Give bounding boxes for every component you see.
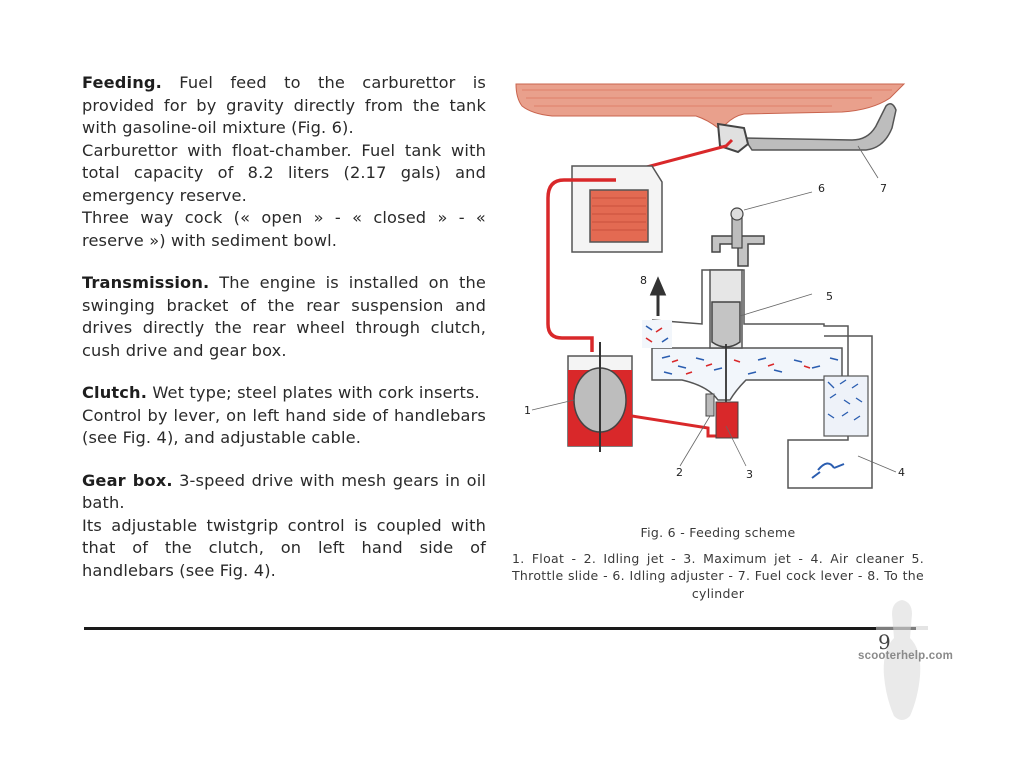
clutch-paragraph-1: Wet type; steel plates with cork inserts… [152,383,480,402]
air-cleaner-filter-dashes [827,379,863,421]
callout-7: 7 [880,182,887,195]
callout-3: 3 [746,468,753,481]
fuel-spray-dashes [671,359,811,375]
intake-to-cylinder [642,320,672,348]
figure-caption: Fig. 6 - Feeding scheme 1. Float - 2. Id… [512,524,924,602]
fuel-tank-shading [522,89,892,107]
gear-box-paragraph-1: 3-speed drive with mesh gears in oil bat… [82,470,486,513]
leader-line-2 [679,415,711,467]
figure-legend: 1. Float - 2. Idling jet - 3. Maximum je… [512,550,924,601]
leader-line-5 [739,293,813,317]
fuel-cock-lever [742,103,897,151]
maximum-jet-well [715,401,739,439]
heading-gear-box: Gear box. [82,470,173,490]
section-gear-box: Gear box. 3-speed drive with mesh gears … [82,470,486,583]
idling-jet [705,393,715,417]
air-inlet-arrow [811,462,845,479]
fuel-line-main [546,178,616,352]
footer-rule [84,627,916,630]
scooter-watermark-icon [876,600,928,720]
to-cylinder-arrow [649,276,667,316]
feeding-scheme-diagram: 1 2 3 4 5 6 7 8 [515,83,906,489]
intake-dashes [645,325,669,343]
leader-line-4 [857,455,897,473]
callout-8: 8 [640,274,647,287]
heading-feeding: Feeding. [82,73,162,92]
idling-adjuster-knob [730,207,744,221]
callout-4: 4 [898,466,905,479]
leader-line-3 [725,425,747,467]
air-passage [651,347,843,401]
gear-box-paragraph-2: Its adjustable twistgrip control is coup… [82,515,486,580]
idling-adjuster [711,235,765,267]
section-feeding: Feeding. Fuel feed to the carburettor is… [82,72,486,252]
feeding-paragraph-1: Fuel feed to the carburettor is provided… [82,73,486,137]
section-transmission: Transmission. The engine is installed on… [82,272,486,362]
callout-1: 1 [524,404,531,417]
feeding-paragraph-3: Three way cock (« open » - « closed » - … [82,208,486,250]
heading-clutch: Clutch. [82,383,148,402]
heading-transmission: Transmission. [82,273,210,292]
page-number: 9 [878,630,891,654]
leader-line-7 [857,145,879,179]
callout-5: 5 [826,290,833,303]
callout-6: 6 [818,182,825,195]
feeding-paragraph-2: Carburettor with float-chamber. Fuel tan… [82,140,486,205]
clutch-paragraph-2: Control by lever, on left hand side of h… [82,405,486,448]
section-clutch: Clutch. Wet type; steel plates with cork… [82,382,486,450]
figure-title: Fig. 6 - Feeding scheme [640,525,796,540]
leader-line-6 [743,191,813,211]
air-flow-dashes [661,355,839,375]
throttle-slide [711,301,741,348]
watermark-text: scooterhelp.com [858,650,954,662]
callout-2: 2 [676,466,683,479]
transmission-paragraph-1: The engine is installed on the swinging … [82,273,487,360]
carburettor-body [651,269,873,489]
sediment-bowl [589,189,649,243]
specification-text: Feeding. Fuel feed to the carburettor is… [82,72,486,582]
feeding-scheme-figure: 1 2 3 4 5 6 7 8 [512,80,924,508]
sediment-bowl-shading [592,197,646,231]
leader-line-1 [531,399,575,411]
